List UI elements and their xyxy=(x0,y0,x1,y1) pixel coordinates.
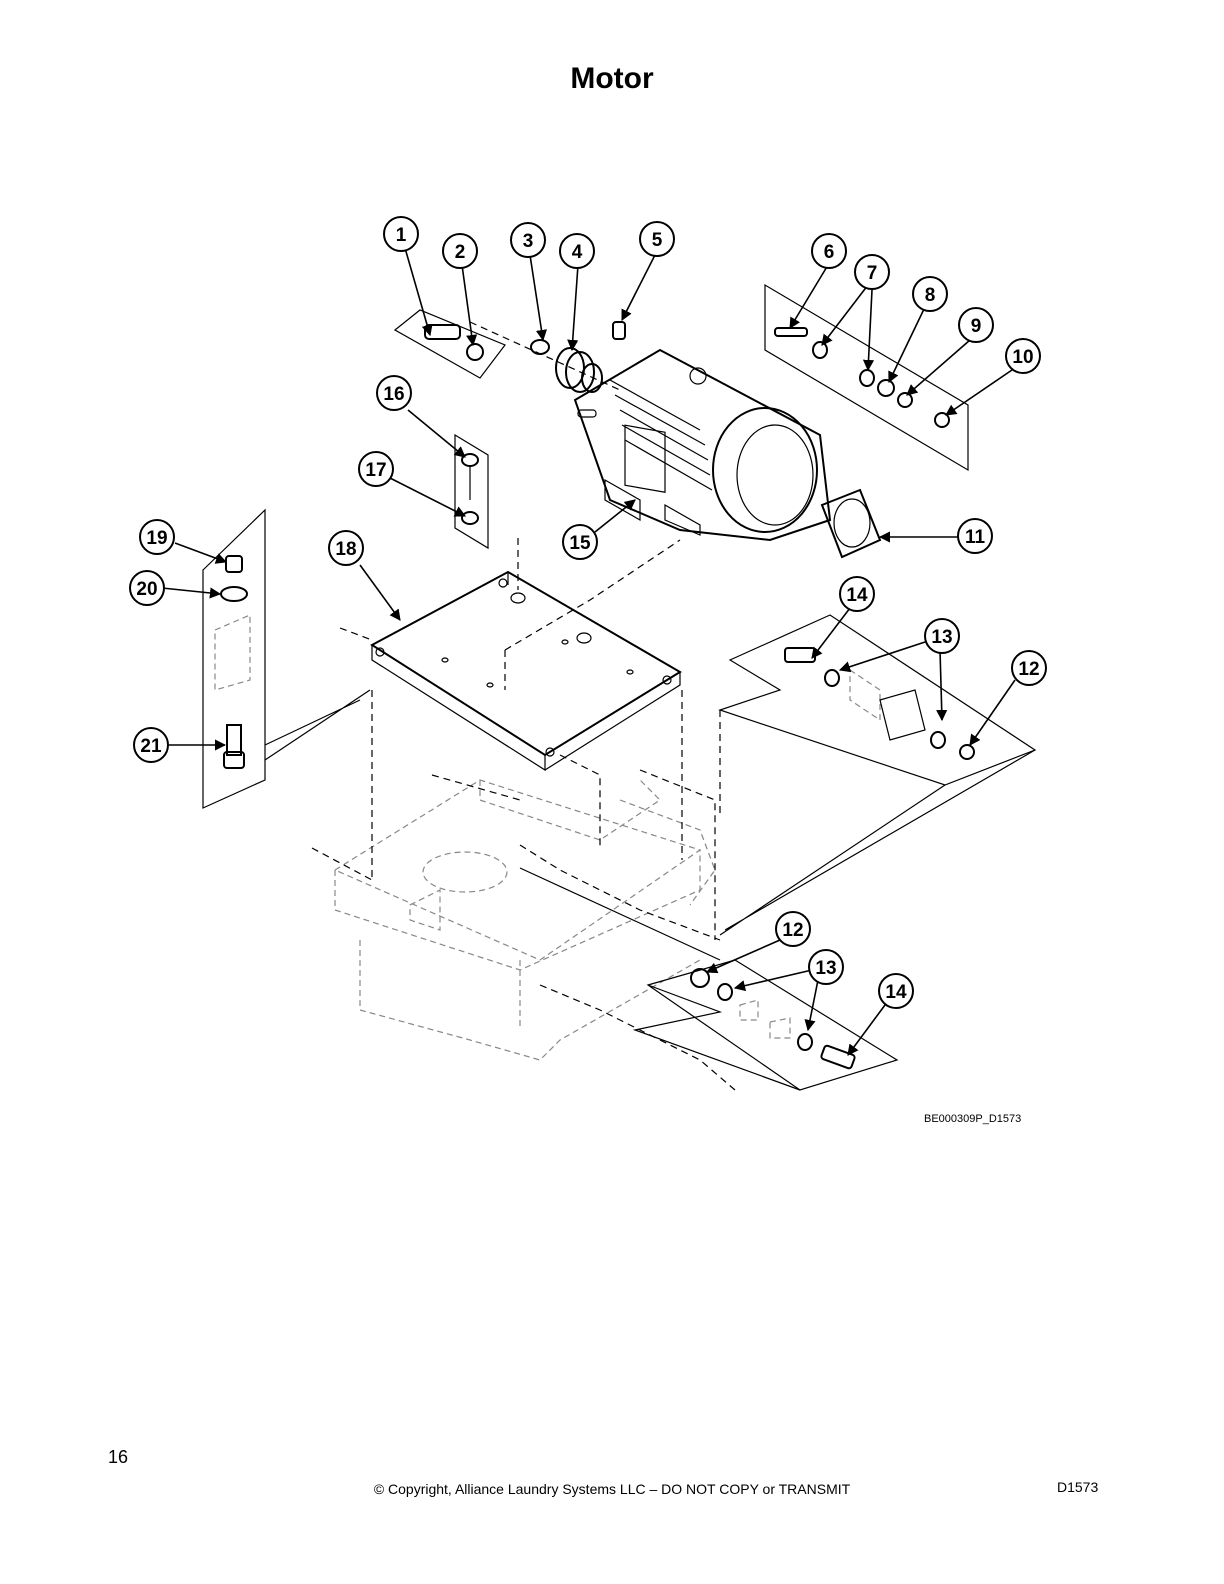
set-screw xyxy=(612,321,626,340)
inset-panel-16-17 xyxy=(454,433,489,550)
svg-text:15: 15 xyxy=(569,533,591,554)
svg-text:18: 18 xyxy=(335,539,356,560)
svg-text:17: 17 xyxy=(365,460,386,481)
callout-4: 4 xyxy=(559,233,595,269)
inset-panel-12-14-upper xyxy=(718,614,1037,936)
callouts: 1 2 3 4 5 6 7 8 9 10 11 12 13 14 15 16 1… xyxy=(129,216,1047,1009)
svg-text:13: 13 xyxy=(931,627,952,648)
svg-text:21: 21 xyxy=(140,736,162,757)
page-title: Motor xyxy=(570,62,654,95)
callout-17: 17 xyxy=(358,451,394,487)
callout-10: 10 xyxy=(1005,338,1041,374)
svg-text:3: 3 xyxy=(523,231,534,252)
document-id: D1573 xyxy=(1057,1479,1099,1495)
callout-15: 15 xyxy=(562,524,598,560)
svg-text:10: 10 xyxy=(1012,347,1033,368)
inset-panel-1-2 xyxy=(393,309,506,379)
alignment-lines xyxy=(311,321,736,1091)
svg-text:12: 12 xyxy=(1018,659,1039,680)
callout-1: 1 xyxy=(383,216,419,252)
motor-base-plate xyxy=(370,570,682,772)
callout-7: 7 xyxy=(854,254,890,290)
callout-8: 8 xyxy=(912,276,948,312)
callout-9: 9 xyxy=(958,307,994,343)
svg-text:13: 13 xyxy=(815,958,836,979)
svg-text:9: 9 xyxy=(971,316,982,337)
svg-text:12: 12 xyxy=(782,920,803,941)
callout-3: 3 xyxy=(510,222,546,258)
washer-3 xyxy=(530,339,550,355)
callout-14: 14 xyxy=(839,576,875,612)
figure-code: BE000309P_D1573 xyxy=(924,1113,1022,1125)
callout-13-lower: 13 xyxy=(808,949,844,985)
callout-6: 6 xyxy=(811,233,847,269)
svg-text:6: 6 xyxy=(824,242,835,263)
svg-text:16: 16 xyxy=(383,384,404,405)
svg-text:14: 14 xyxy=(846,585,868,606)
motor-pulley xyxy=(555,347,603,393)
callout-19: 19 xyxy=(139,519,175,555)
callout-12-lower: 12 xyxy=(775,911,811,947)
page-number: 16 xyxy=(108,1447,129,1467)
svg-text:20: 20 xyxy=(136,579,157,600)
svg-text:2: 2 xyxy=(455,242,466,263)
callout-12: 12 xyxy=(1011,650,1047,686)
copyright-notice: © Copyright, Alliance Laundry Systems LL… xyxy=(373,1481,851,1497)
machine-frame-ghost xyxy=(333,779,716,1061)
callout-16: 16 xyxy=(376,375,412,411)
svg-text:19: 19 xyxy=(146,528,167,549)
callout-5: 5 xyxy=(639,221,675,257)
svg-text:8: 8 xyxy=(925,285,936,306)
svg-text:5: 5 xyxy=(652,230,663,251)
electric-motor xyxy=(573,348,832,542)
cooling-fan xyxy=(820,488,882,559)
leader-lines xyxy=(161,247,1016,1056)
callout-21: 21 xyxy=(133,727,169,763)
svg-text:7: 7 xyxy=(867,263,878,284)
svg-text:14: 14 xyxy=(885,982,907,1003)
callout-18: 18 xyxy=(328,530,364,566)
svg-text:1: 1 xyxy=(396,225,407,246)
svg-text:11: 11 xyxy=(965,527,986,548)
callout-2: 2 xyxy=(442,233,478,269)
inset-panel-12-14-lower xyxy=(519,867,899,1091)
callout-11: 11 xyxy=(957,518,993,554)
svg-text:4: 4 xyxy=(572,242,583,263)
inset-panel-6-10 xyxy=(764,283,969,472)
callout-14-lower: 14 xyxy=(878,973,914,1009)
callout-13: 13 xyxy=(924,618,960,654)
callout-20: 20 xyxy=(129,570,165,606)
